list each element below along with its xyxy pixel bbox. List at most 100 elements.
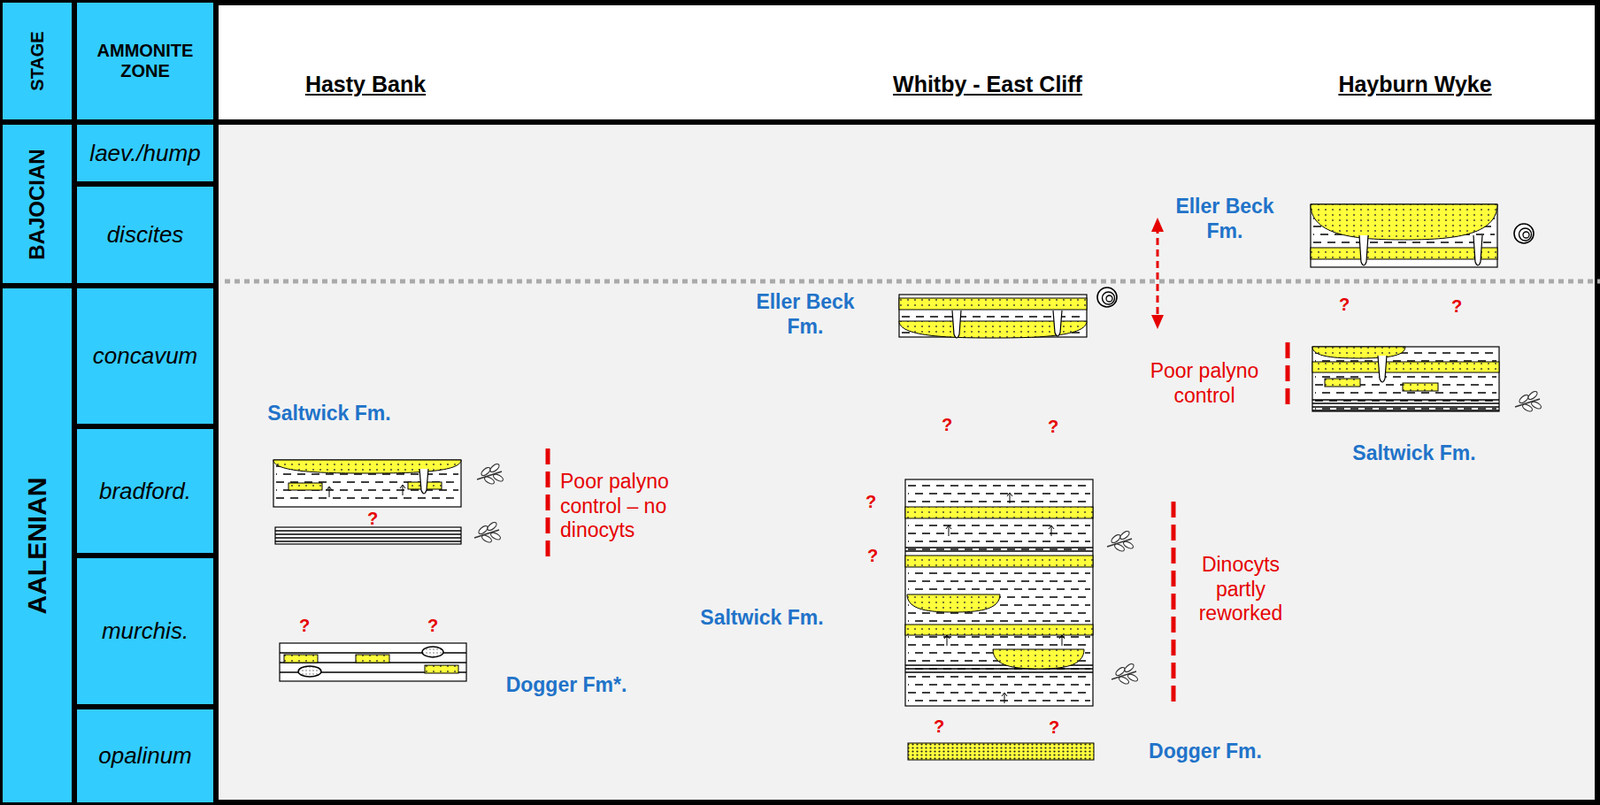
arrow-head bbox=[1151, 315, 1164, 330]
laminae-line bbox=[275, 540, 462, 542]
ammonite-whorl bbox=[1106, 295, 1113, 302]
cell-text: AMMONITE ZONE bbox=[80, 40, 210, 82]
mudstone-dashes bbox=[907, 644, 1091, 646]
burrow-symbol bbox=[419, 469, 429, 494]
mudstone-dashes bbox=[1313, 241, 1495, 243]
mudstone-dashes bbox=[1315, 407, 1497, 409]
sandstone-bed bbox=[905, 624, 1093, 636]
column-heading: Hayburn Wyke bbox=[1338, 70, 1492, 98]
formation-name: Saltwick Fm. bbox=[700, 606, 824, 631]
sandstone-bed bbox=[899, 298, 1087, 310]
question-mark: ? bbox=[1451, 295, 1462, 317]
mudstone-box bbox=[905, 479, 1093, 707]
rootlet-symbol bbox=[946, 525, 952, 537]
sandstone-lens bbox=[1310, 204, 1498, 240]
plant-leaf bbox=[1118, 530, 1131, 541]
plant-leaf bbox=[1530, 400, 1542, 410]
ammonite-whorl bbox=[1102, 292, 1116, 305]
sandstone-bed bbox=[1324, 378, 1361, 387]
ammonite-whorl bbox=[1097, 287, 1117, 308]
mudstone-dashes bbox=[907, 612, 1091, 614]
laminae-line bbox=[905, 550, 1093, 552]
zone-cell: laev./hump bbox=[74, 122, 216, 185]
log-box bbox=[275, 527, 462, 545]
ammonite-whorl bbox=[1514, 223, 1534, 244]
laminae-line bbox=[275, 533, 462, 535]
sandstone-bed bbox=[284, 654, 318, 663]
plant-symbol bbox=[476, 462, 505, 486]
laminae-line bbox=[275, 537, 462, 539]
question-mark: ? bbox=[367, 507, 378, 530]
cell-text: opalinum bbox=[98, 742, 193, 770]
sandstone-bed bbox=[288, 483, 323, 491]
question-mark: ? bbox=[299, 615, 310, 637]
mudstone-dashes bbox=[907, 700, 1091, 701]
cell-text: STAGE bbox=[27, 30, 48, 91]
cell-text: discites bbox=[107, 221, 185, 249]
log-box bbox=[279, 643, 467, 682]
mudstone-box bbox=[899, 294, 1087, 338]
sandstone-lens bbox=[992, 649, 1085, 670]
mudstone-dashes bbox=[907, 524, 1091, 526]
palyno-note: Dinocyts partly reworked bbox=[1187, 553, 1294, 627]
ammonite-symbol bbox=[1097, 287, 1117, 308]
mudstone-dashes bbox=[907, 548, 1091, 550]
formation-name: Saltwick Fm. bbox=[1352, 441, 1476, 467]
mudstone-box bbox=[1312, 346, 1500, 412]
burrow-symbol bbox=[1359, 235, 1369, 266]
ammonite-symbol bbox=[1514, 223, 1534, 244]
mudstone-dashes bbox=[1315, 376, 1497, 377]
stage-cell: BAJOCIAN bbox=[0, 122, 75, 286]
mudstone-dashes bbox=[907, 500, 1091, 502]
sandstone-bed bbox=[905, 555, 1093, 568]
mudstone-dashes bbox=[907, 532, 1091, 534]
rootlet-symbol bbox=[326, 486, 332, 498]
sandstone-bed bbox=[424, 665, 459, 674]
arrow-head bbox=[1151, 217, 1164, 232]
plant-leaf bbox=[488, 462, 500, 474]
burrow-symbol bbox=[952, 310, 962, 339]
mudstone-dashes bbox=[1315, 360, 1497, 362]
zone-cell: concavum bbox=[74, 285, 216, 427]
plant-leaf bbox=[1526, 390, 1539, 401]
rootlet-symbol bbox=[1007, 492, 1013, 504]
laminae-line bbox=[1312, 399, 1500, 400]
cell-text: murchis. bbox=[101, 617, 189, 646]
mudstone-dashes bbox=[907, 484, 1091, 486]
plant-leaf bbox=[1109, 533, 1122, 545]
formation-name: Saltwick Fm. bbox=[267, 401, 391, 427]
zone-cell: discites bbox=[74, 184, 216, 286]
laminae-line bbox=[905, 668, 1093, 670]
column-heading: Whitby - East Cliff bbox=[892, 70, 1083, 98]
rootlet-symbol bbox=[1048, 525, 1054, 537]
burrow-symbol bbox=[1377, 355, 1387, 383]
formation-name: Dogger Fm. bbox=[1148, 739, 1262, 765]
mudstone-dashes bbox=[907, 676, 1091, 677]
plant-symbol bbox=[1111, 662, 1139, 686]
sandstone-lens bbox=[1312, 346, 1406, 359]
question-mark: ? bbox=[867, 545, 878, 567]
question-mark: ? bbox=[941, 414, 953, 436]
panel-ground bbox=[215, 122, 1600, 805]
sandstone-bed bbox=[1312, 361, 1500, 373]
plant-symbol bbox=[1107, 530, 1135, 554]
mudstone-dashes bbox=[276, 497, 459, 499]
uncertainty-arrow bbox=[1156, 226, 1160, 321]
laminae-line bbox=[905, 671, 1093, 673]
ammonite-whorl bbox=[1523, 231, 1530, 239]
sandstone-bed bbox=[1402, 383, 1439, 392]
zone-header: AMMONITE ZONE bbox=[74, 0, 216, 123]
nodule-symbol bbox=[298, 666, 322, 677]
mudstone-dashes bbox=[907, 692, 1091, 693]
plant-leaf bbox=[1517, 393, 1530, 405]
cell-text: AALENIAN bbox=[22, 476, 53, 615]
stage-cell: AALENIAN bbox=[0, 285, 75, 805]
zone-cell: opalinum bbox=[74, 707, 216, 805]
question-mark: ? bbox=[1048, 716, 1060, 739]
stage-header: STAGE bbox=[0, 0, 75, 123]
plant-leaf bbox=[492, 472, 504, 483]
plant-leaf bbox=[1123, 662, 1135, 674]
formation-name: Eller Beck Fm. bbox=[1162, 194, 1287, 244]
